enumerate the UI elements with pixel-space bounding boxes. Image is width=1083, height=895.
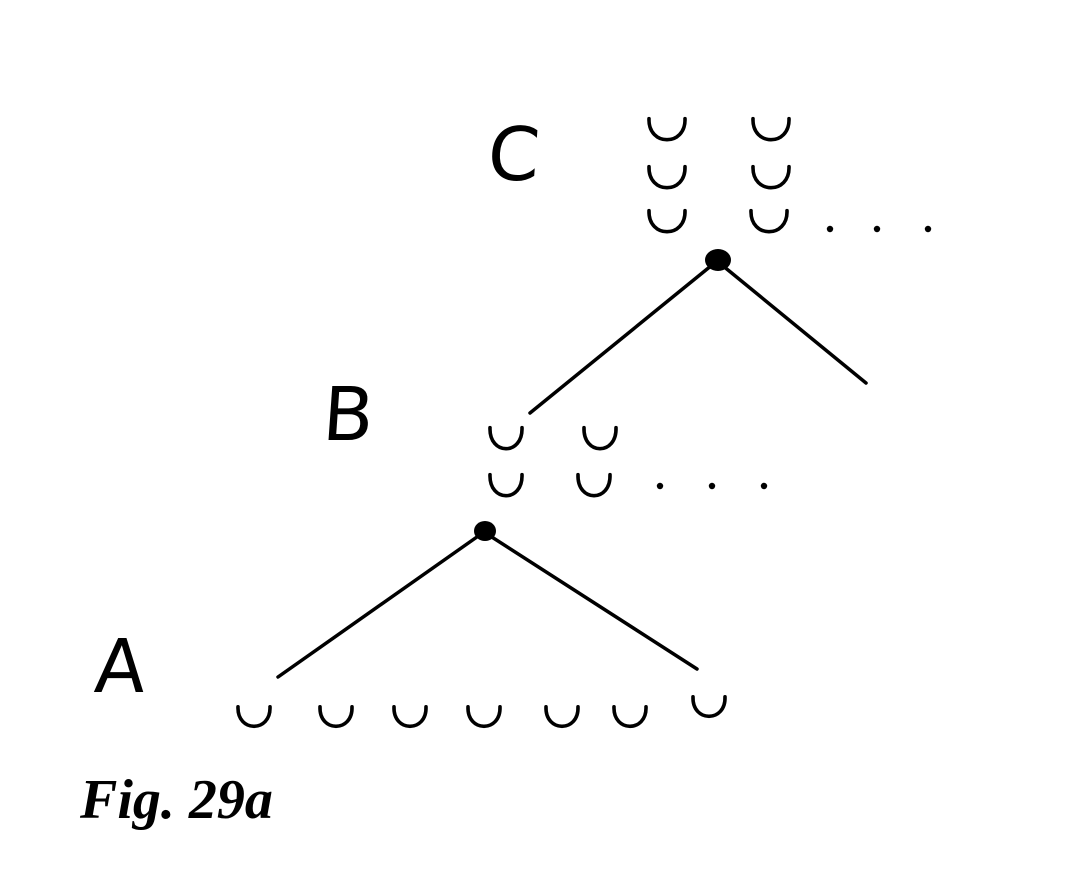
node-c — [705, 249, 731, 271]
cup-mark — [582, 425, 618, 451]
cup-mark — [647, 116, 687, 142]
level-b-cups — [488, 425, 618, 498]
ellipsis-c — [826, 225, 932, 233]
cup-mark — [647, 208, 687, 234]
cup-mark — [392, 705, 428, 729]
cup-mark — [236, 705, 272, 729]
node-b — [474, 521, 496, 541]
cup-mark — [751, 164, 791, 190]
level-c-cups — [647, 116, 791, 234]
branch-c-left — [528, 259, 719, 415]
branch-b-left — [276, 530, 486, 679]
figure-caption: Fig. 29a — [80, 769, 273, 831]
level-label-c: C — [484, 112, 543, 198]
level-label-a: A — [91, 624, 149, 710]
cup-mark — [488, 425, 524, 451]
cup-mark — [749, 208, 789, 234]
cup-mark — [544, 705, 580, 729]
cup-mark — [612, 705, 648, 729]
branch-c-right — [715, 259, 868, 385]
ellipsis-b — [656, 482, 768, 490]
level-a-cups — [236, 695, 727, 729]
cup-mark — [751, 116, 791, 142]
cup-mark — [488, 472, 524, 498]
cup-mark — [318, 705, 354, 729]
cup-mark — [466, 705, 502, 729]
cup-mark — [576, 472, 612, 498]
level-label-b: B — [319, 372, 377, 458]
cup-mark — [647, 164, 687, 190]
branch-b-right — [482, 530, 699, 671]
cup-mark — [691, 695, 727, 719]
